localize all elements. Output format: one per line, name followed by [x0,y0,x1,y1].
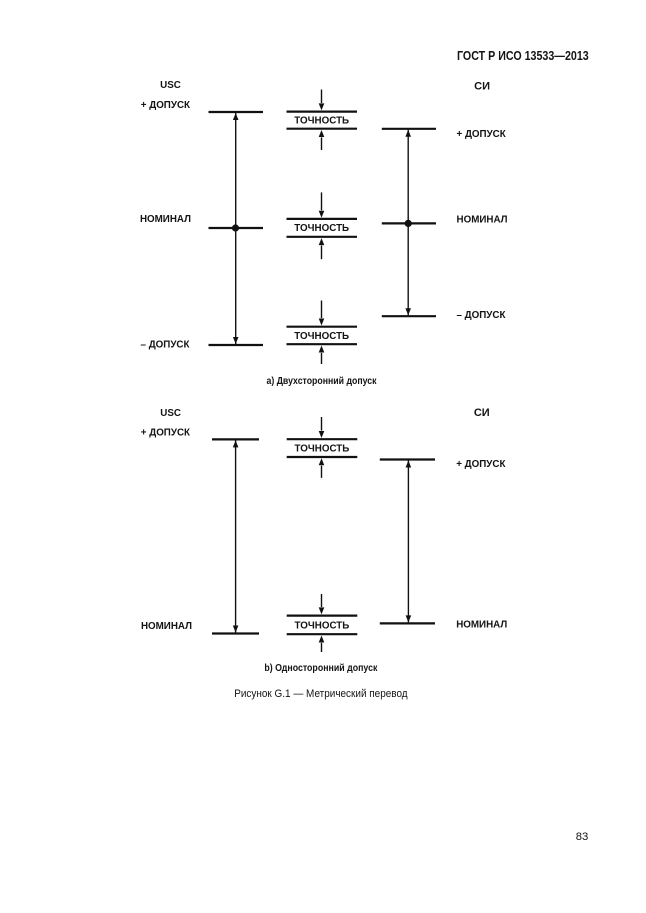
svg-text:USC: USC [160,408,181,419]
svg-text:НОМИНАЛ: НОМИНАЛ [141,621,192,632]
svg-text:НОМИНАЛ: НОМИНАЛ [456,620,507,631]
svg-text:ТОЧНОСТЬ: ТОЧНОСТЬ [294,331,349,342]
svg-text:– ДОПУСК: – ДОПУСК [457,310,506,321]
svg-text:НОМИНАЛ: НОМИНАЛ [457,215,508,226]
svg-text:ТОЧНОСТЬ: ТОЧНОСТЬ [295,444,350,455]
svg-text:Рисунок G.1 — Метрический пере: Рисунок G.1 — Метрический перевод [234,688,408,700]
svg-text:ТОЧНОСТЬ: ТОЧНОСТЬ [295,621,350,632]
svg-text:СИ: СИ [474,81,490,93]
svg-text:b) Односторонний допуск: b) Односторонний допуск [264,663,377,674]
svg-text:83: 83 [576,831,589,843]
svg-text:СИ: СИ [474,407,490,419]
svg-text:ТОЧНОСТЬ: ТОЧНОСТЬ [294,116,349,127]
svg-text:+ ДОПУСК: + ДОПУСК [141,100,190,111]
svg-text:USC: USC [160,80,181,91]
svg-text:ТОЧНОСТЬ: ТОЧНОСТЬ [294,223,349,234]
svg-text:а) Двухсторонний допуск: а) Двухсторонний допуск [267,376,377,387]
svg-text:ГОСТ Р ИСО 13533—2013: ГОСТ Р ИСО 13533—2013 [457,48,589,63]
svg-text:НОМИНАЛ: НОМИНАЛ [140,214,191,225]
svg-text:+ ДОПУСК: + ДОПУСК [457,129,506,140]
svg-text:+ ДОПУСК: + ДОПУСК [456,459,505,470]
svg-text:– ДОПУСК: – ДОПУСК [141,340,190,351]
svg-text:+ ДОПУСК: + ДОПУСК [141,427,190,438]
